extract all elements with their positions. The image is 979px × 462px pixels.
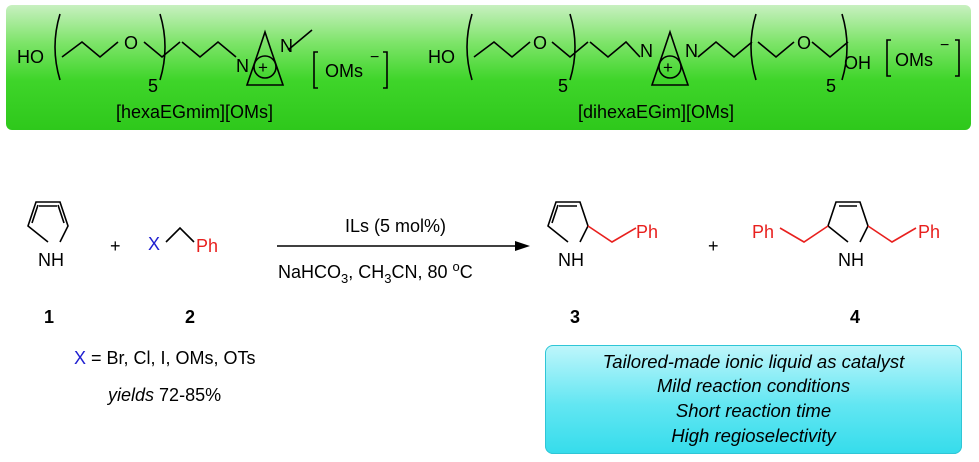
charge-left: + (258, 58, 268, 77)
yields-range: 72-85% (159, 385, 222, 405)
ether-o-right-1: O (533, 33, 547, 53)
ph-reagent: Ph (196, 236, 218, 256)
ho-left: HO (17, 47, 44, 67)
anion-bracket-right-close (955, 39, 960, 77)
pyrrole-ring-1 (27, 201, 69, 243)
ether-o-left: O (124, 33, 138, 53)
product3-nh: NH (558, 250, 584, 270)
ethyl-linker-right-2 (697, 40, 753, 59)
n2-right: N (685, 41, 698, 61)
anion-charge-right: − (940, 37, 949, 54)
highlight-4: High regioselectivity (671, 425, 836, 446)
x-options: = Br, Cl, I, OMs, OTs (91, 348, 256, 368)
peg-chain-right-2 (757, 41, 795, 59)
benzyl-chain-4-left (779, 225, 829, 243)
repeat-n-right-2: 5 (826, 76, 836, 96)
product4-ph-left: Ph (752, 222, 774, 242)
imidazolium-ring-left (245, 29, 285, 86)
cation-circle-right (658, 55, 682, 79)
anion-left: OMs (325, 61, 363, 81)
highlights-box: Tailored-made ionic liquid as catalyst M… (545, 345, 962, 454)
bracket-right1-open (466, 13, 473, 81)
product4-nh: NH (838, 250, 864, 270)
pyrrole-ring-3 (547, 201, 589, 243)
plus-sign-2: + (708, 236, 719, 256)
ionic-liquid-panel (6, 5, 971, 130)
pyrrole-nh-1: NH (38, 250, 64, 270)
product3-ph: Ph (636, 222, 658, 242)
yields-word: yields (108, 385, 155, 405)
bracket-left-close (159, 13, 166, 81)
compound-label-1: 1 (44, 307, 55, 327)
peg-chain-left-2 (143, 41, 181, 59)
n2-left: N (280, 36, 293, 56)
ionic-liquid-structures: HO O 5 N N + OMs − [hexaEGmim][OMs] HO O… (17, 13, 960, 122)
conditions-bottom: NaHCO3, CH3CN, 80 oC (278, 259, 473, 286)
reaction-arrow-head (515, 241, 530, 251)
il-name-left: [hexaEGmim][OMs] (116, 102, 273, 122)
x-symbol: X (74, 348, 87, 368)
compound-label-2: 2 (185, 307, 196, 327)
cation-circle-left (253, 55, 277, 79)
product4-ph-right: Ph (918, 222, 940, 242)
yield-note: yields 72-85% (108, 385, 221, 406)
bracket-right1-close (569, 13, 576, 81)
anion-right: OMs (895, 50, 933, 70)
peg-chain-right-1 (473, 40, 531, 59)
anion-bracket-right-open (886, 39, 891, 77)
highlight-3: Short reaction time (675, 400, 832, 421)
il-name-right: [dihexaEGim][OMs] (578, 102, 734, 122)
anion-bracket-left-open (313, 51, 318, 89)
ethyl-linker-left (181, 40, 237, 59)
imidazolium-ring-right (650, 29, 690, 86)
leaving-group-list: X = Br, Cl, I, OMs, OTs (74, 348, 256, 369)
pyrrole-double-bond-3b (551, 204, 559, 224)
highlight-2: Mild reaction conditions (656, 375, 851, 396)
charge-right: + (663, 58, 673, 77)
oh-right: OH (844, 53, 871, 73)
repeat-n-left: 5 (148, 76, 158, 96)
n1-left: N (236, 56, 249, 76)
highlight-1: Tailored-made ionic liquid as catalyst (602, 351, 905, 372)
n1-right: N (640, 41, 653, 61)
peg-chain-left (61, 40, 119, 59)
ethyl-linker-right-1 (589, 40, 641, 59)
peg-chain-right-2b (811, 41, 849, 59)
benzyl-chain-3 (587, 225, 637, 243)
leaving-group-x: X (148, 234, 160, 254)
anion-charge-left: − (370, 49, 379, 66)
compound-label-3: 3 (570, 307, 581, 327)
ho-right: HO (428, 47, 455, 67)
peg-chain-right-1b (551, 41, 589, 59)
ether-o-right-2: O (797, 33, 811, 53)
bracket-left-open (54, 13, 61, 81)
pyrrole-double-bond-1c (57, 204, 65, 224)
reagent-chain (165, 226, 195, 243)
anion-bracket-left-close (383, 51, 388, 89)
pyrrole-double-bond-1b (31, 204, 39, 224)
methyl-bond (287, 29, 313, 51)
plus-sign-1: + (110, 236, 121, 256)
reaction-structures: NH + X Ph ILs (5 mol%) NaHCO3, CH3CN, 80… (27, 201, 940, 286)
bracket-right2-open (750, 13, 757, 81)
repeat-n-right-1: 5 (558, 76, 568, 96)
compound-label-4: 4 (850, 307, 861, 327)
benzyl-chain-4-right (867, 225, 917, 243)
pyrrole-ring-4 (827, 201, 869, 243)
conditions-top: ILs (5 mol%) (345, 216, 446, 236)
bracket-right2-close (841, 13, 848, 81)
